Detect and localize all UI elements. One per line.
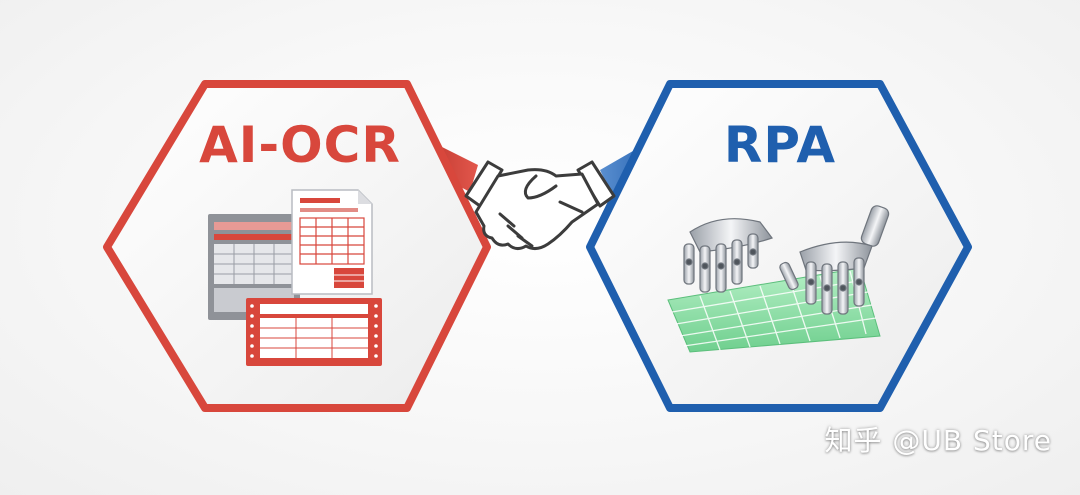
robot-hands-keyboard-icon	[667, 205, 890, 353]
ai-ocr-hexagon: AI-OCR	[103, 80, 491, 412]
ai-ocr-title: AI-OCR	[199, 116, 401, 174]
watermark-text: 知乎 @UB Store	[824, 424, 1052, 457]
documents-forms-icon	[208, 189, 382, 366]
rpa-hexagon: RPA	[586, 80, 972, 412]
handshake-icon	[464, 160, 616, 251]
rpa-title: RPA	[724, 116, 836, 174]
